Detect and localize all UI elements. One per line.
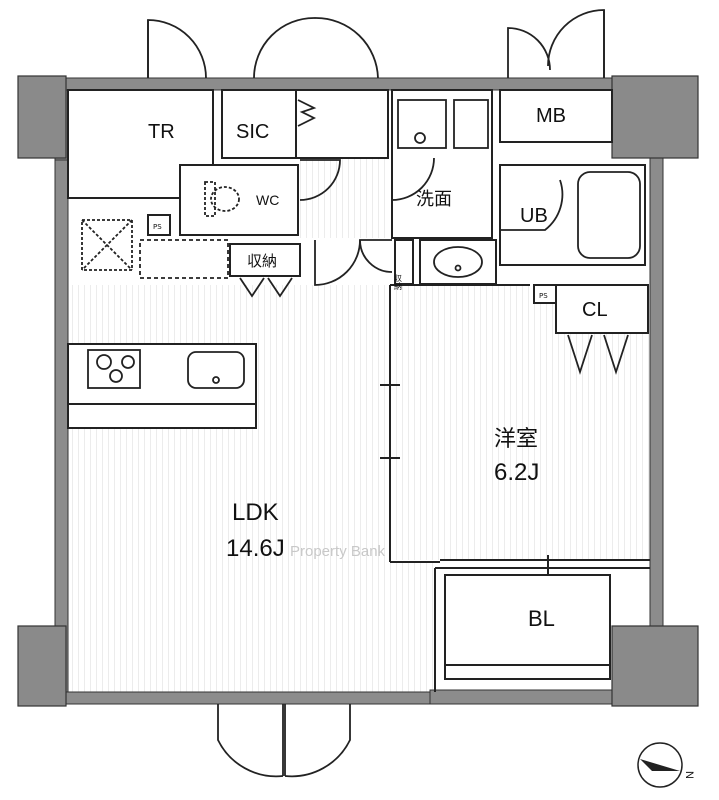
ub-door xyxy=(500,179,564,231)
balcony-door-left xyxy=(217,704,284,778)
label-shuno-1: 収納 xyxy=(247,252,277,270)
senmen-box xyxy=(391,89,493,239)
label-yoshitsu-size: 6.2J xyxy=(494,459,539,486)
burner-1 xyxy=(96,354,112,370)
ldk-floor-right xyxy=(390,562,435,693)
sic-door-right xyxy=(315,17,379,79)
void-box xyxy=(81,219,133,271)
label-sic: SIC xyxy=(236,121,269,143)
wall-top xyxy=(17,77,699,91)
watermark-text: Property Bank xyxy=(290,543,386,560)
cl-door xyxy=(567,334,629,375)
wall-left xyxy=(54,159,69,701)
ps-box-2 xyxy=(533,284,557,304)
label-tr: TR xyxy=(148,121,175,143)
label-shuno-2: 収納 xyxy=(394,273,403,291)
wash-basin xyxy=(433,246,483,278)
shuno-box xyxy=(229,243,301,277)
compass-ring xyxy=(637,742,683,788)
partition-ticks xyxy=(380,384,400,459)
compass: N xyxy=(637,742,695,788)
column-bottom-right xyxy=(611,625,699,707)
balcony-rail xyxy=(444,664,611,680)
kitchen-ledge xyxy=(67,403,257,429)
label-ldk-size: 14.6J xyxy=(226,535,285,562)
column-bottom-left xyxy=(17,625,67,707)
wc-door xyxy=(299,159,341,201)
fixtures xyxy=(81,99,641,389)
shoe-area xyxy=(139,239,229,279)
label-bl: BL xyxy=(528,606,555,631)
label-ub: UB xyxy=(520,205,548,227)
columns xyxy=(17,75,699,707)
doors xyxy=(147,9,629,778)
bathtub xyxy=(577,171,641,259)
wall-bottom xyxy=(54,691,456,705)
toilet-tank xyxy=(204,181,216,217)
stove xyxy=(87,349,141,389)
bedroom-walls xyxy=(389,284,650,692)
washer-pan xyxy=(397,99,447,149)
mb-box xyxy=(499,89,613,143)
toilet-bowl xyxy=(210,186,240,212)
burner-3 xyxy=(109,369,123,383)
storage-top xyxy=(295,89,389,159)
ldk-door xyxy=(314,239,361,286)
kitchen-sink xyxy=(187,351,245,389)
room-labels: TR SIC MB WC 洗面 UB PS PS 収納 収納 CL 洋室 6.2… xyxy=(148,105,608,631)
ub-box xyxy=(499,164,646,266)
compass-needle-icon xyxy=(640,759,680,771)
balcony-area xyxy=(444,574,611,666)
column-top-left xyxy=(17,75,67,159)
sic-arrow xyxy=(297,99,317,127)
label-cl: CL xyxy=(582,299,608,321)
shelf xyxy=(453,99,489,149)
label-yoshitsu: 洋室 xyxy=(494,427,538,452)
column-top-right xyxy=(611,75,699,159)
shuno-door xyxy=(239,277,293,298)
burner-2 xyxy=(121,355,135,369)
tr-door xyxy=(147,19,207,79)
washer-drain xyxy=(414,132,426,144)
balcony xyxy=(444,574,611,680)
label-ldk: LDK xyxy=(232,499,279,526)
label-wc: WC xyxy=(256,192,279,208)
mb-door-left xyxy=(507,27,551,78)
balcony-door-right xyxy=(284,704,351,778)
senmen-door xyxy=(391,157,435,201)
sic-door-left xyxy=(253,17,315,79)
wall-right xyxy=(649,149,664,631)
ps-box-1 xyxy=(147,214,171,236)
interior-walls xyxy=(67,89,649,429)
kitchen-counter xyxy=(67,343,257,405)
cl-box xyxy=(555,284,649,334)
mb-door-right xyxy=(547,9,605,78)
label-ps-2: PS xyxy=(539,292,548,300)
sic-box xyxy=(221,89,297,159)
label-senmen: 洗面 xyxy=(416,189,452,210)
compass-label: N xyxy=(683,771,695,779)
bedroom-door xyxy=(359,239,393,273)
label-ps-1: PS xyxy=(153,223,162,231)
label-mb: MB xyxy=(536,105,566,127)
